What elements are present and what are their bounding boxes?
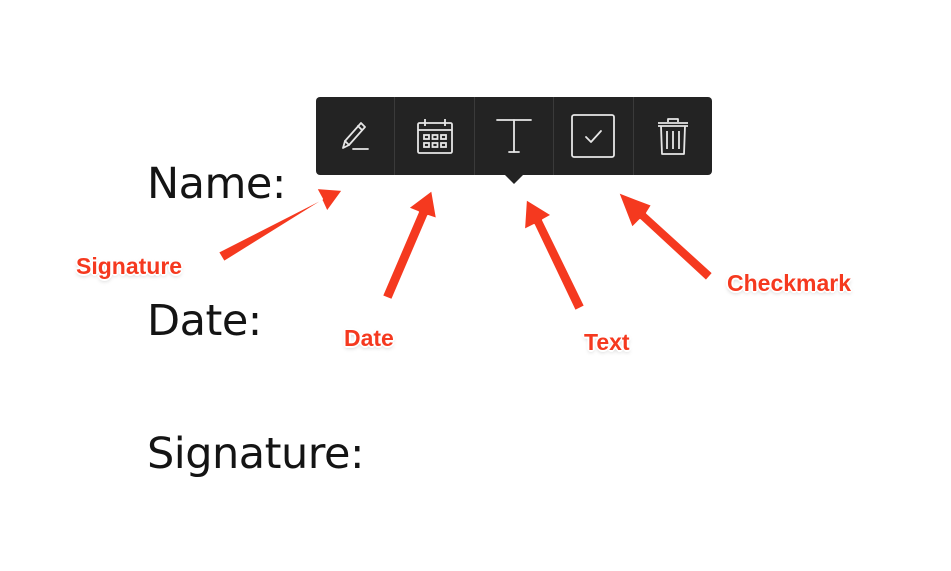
text-arrow <box>523 198 586 312</box>
date-tool-button[interactable] <box>395 97 475 175</box>
trash-icon <box>653 114 693 158</box>
date-arrow <box>381 189 438 301</box>
text-callout: Text <box>584 329 630 355</box>
signature-tool-button[interactable] <box>316 97 396 175</box>
name-field-label: Name: <box>147 159 286 209</box>
delete-tool-button[interactable] <box>634 97 712 175</box>
field-toolbar <box>316 97 712 184</box>
signature-field-label: Signature: <box>147 429 364 479</box>
pencil-icon <box>333 114 377 158</box>
checkmark-arrow <box>617 191 714 282</box>
date-callout: Date <box>344 325 394 351</box>
signature-callout: Signature <box>76 253 183 279</box>
checkbox-icon <box>570 113 616 159</box>
text-tool-button[interactable] <box>475 97 555 175</box>
date-field-label: Date: <box>147 296 262 346</box>
checkmark-tool-button[interactable] <box>554 97 634 175</box>
text-t-icon <box>492 114 536 158</box>
calendar-icon <box>413 114 457 158</box>
checkmark-callout: Checkmark <box>727 270 852 296</box>
